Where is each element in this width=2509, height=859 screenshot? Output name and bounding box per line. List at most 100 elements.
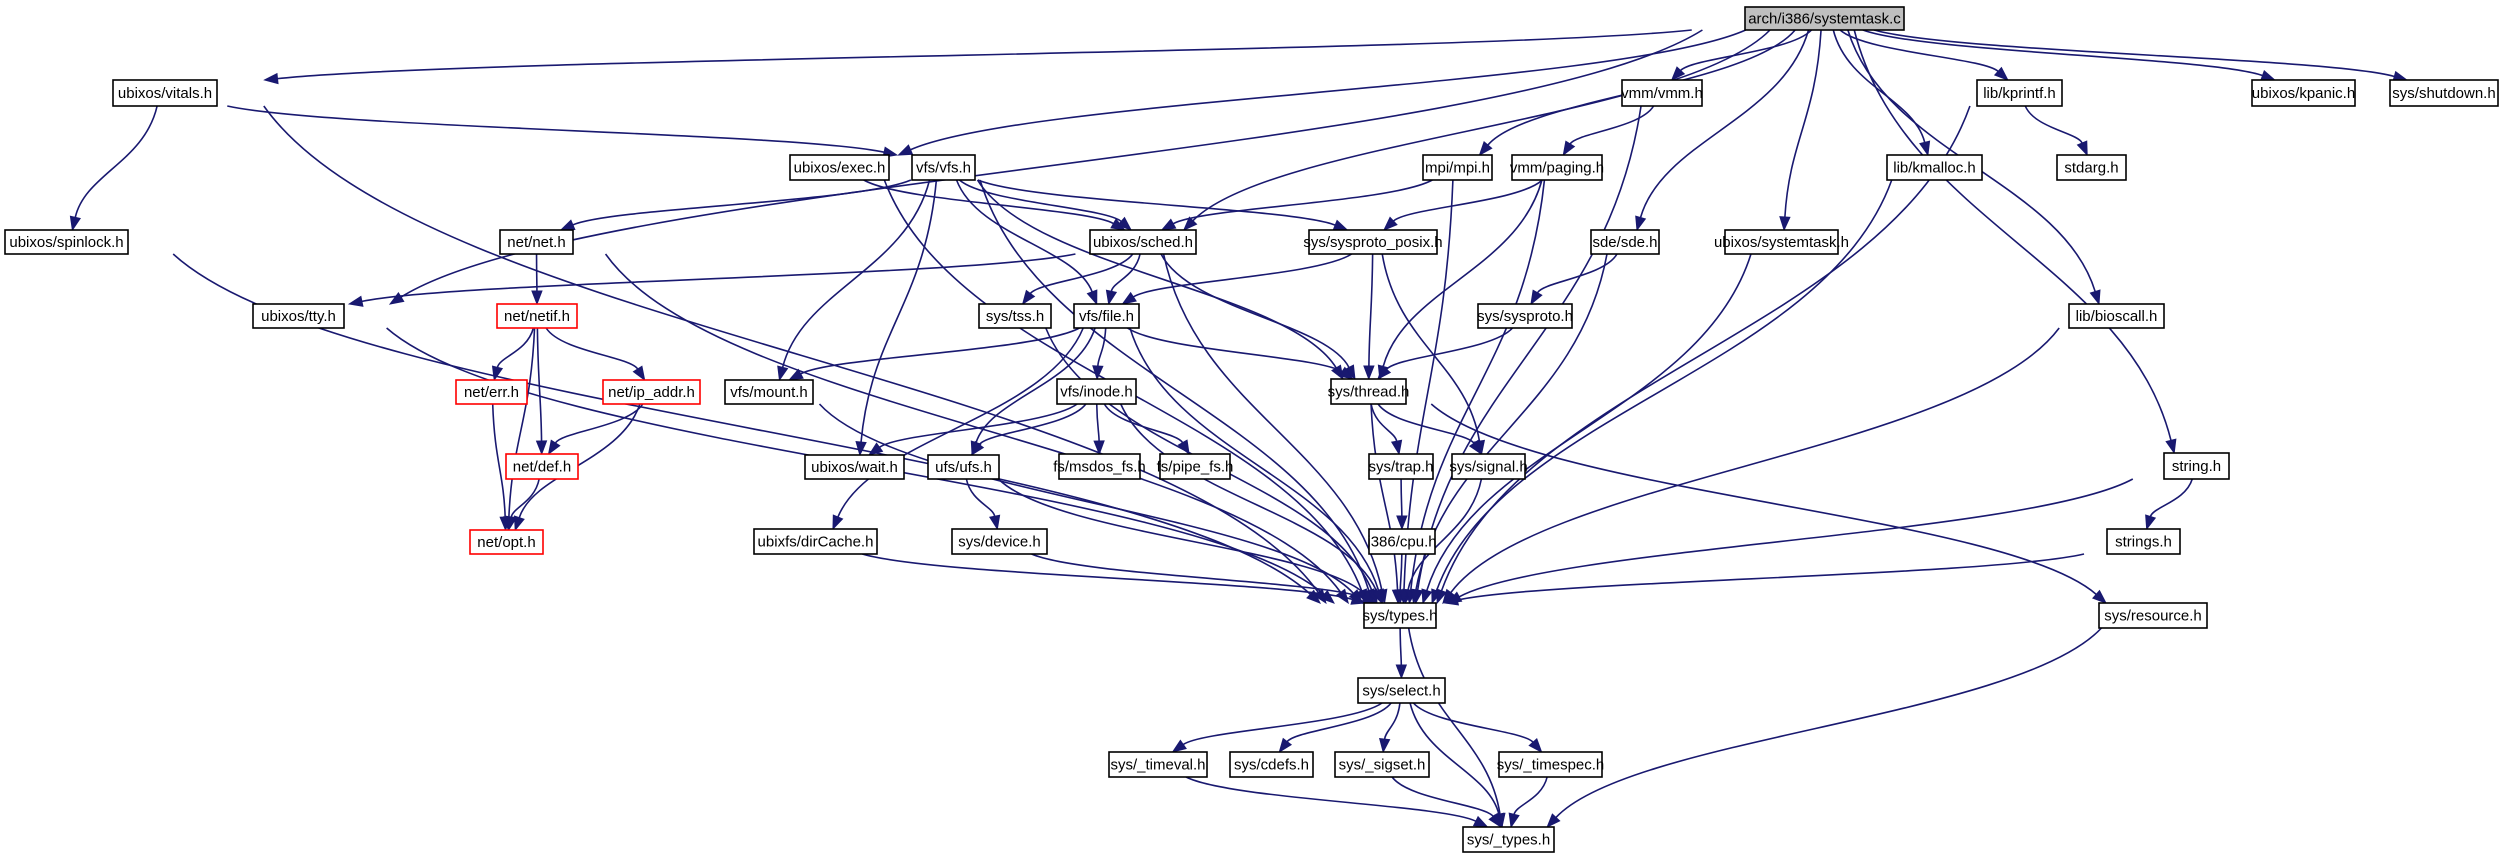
node-lib-kmalloc-h[interactable]: lib/kmalloc.h: [1886, 154, 1983, 181]
node-mpi-mpi-h[interactable]: mpi/mpi.h: [1422, 154, 1493, 181]
node-box[interactable]: [252, 303, 345, 329]
edge-line: [508, 327, 536, 518]
node-net-opt-h[interactable]: net/opt.h: [469, 529, 544, 555]
node-net-netif-h[interactable]: net/netif.h: [496, 303, 578, 329]
node-box[interactable]: [2106, 528, 2181, 555]
node-box[interactable]: [1886, 154, 1983, 181]
node-box[interactable]: [1159, 453, 1231, 480]
node-box[interactable]: [1073, 303, 1140, 329]
node-box[interactable]: [1334, 751, 1430, 778]
node-box[interactable]: [789, 154, 890, 181]
node-vmm-paging-h[interactable]: vmm/paging.h: [1510, 154, 1604, 181]
node-ufs-ufs-h[interactable]: ufs/ufs.h: [927, 454, 1000, 480]
node-box[interactable]: [455, 379, 528, 405]
node-box[interactable]: [1056, 378, 1137, 405]
node-box[interactable]: [1108, 751, 1208, 778]
node-box[interactable]: [2389, 79, 2499, 107]
node-box[interactable]: [2098, 602, 2208, 629]
node-sys-trap-h[interactable]: sys/trap.h: [1368, 453, 1434, 480]
node-sys-sysproto-h[interactable]: sys/sysproto.h: [1477, 303, 1573, 329]
node-box[interactable]: [1511, 154, 1603, 181]
node-box[interactable]: [1462, 826, 1555, 853]
node-box[interactable]: [112, 79, 218, 107]
node-net-net-h[interactable]: net/net.h: [499, 229, 574, 255]
node-ubixos-sched-h[interactable]: ubixos/sched.h: [1089, 229, 1197, 255]
node-box[interactable]: [602, 379, 701, 405]
node-ubixos-tty-h[interactable]: ubixos/tty.h: [252, 303, 345, 329]
node-box[interactable]: [1368, 528, 1436, 555]
node-lib-kprintf-h[interactable]: lib/kprintf.h: [1976, 79, 2063, 107]
node-box[interactable]: [804, 454, 905, 480]
node-box[interactable]: [1229, 751, 1314, 778]
node-box[interactable]: [927, 454, 1000, 480]
node-box[interactable]: [505, 453, 579, 480]
node-string-h[interactable]: string.h: [2163, 452, 2230, 480]
node-vfs-inode-h[interactable]: vfs/inode.h: [1056, 378, 1137, 405]
node-lib-bioscall-h[interactable]: lib/bioscall.h: [2068, 303, 2165, 329]
node-sys-select-h[interactable]: sys/select.h: [1357, 677, 1446, 704]
node-box[interactable]: [1330, 378, 1407, 405]
node-vfs-mount-h[interactable]: vfs/mount.h: [724, 379, 814, 405]
node-net-err-h[interactable]: net/err.h: [455, 379, 528, 405]
node-box[interactable]: [1621, 79, 1703, 107]
node-box[interactable]: [1357, 677, 1446, 704]
node-sys-resource-h[interactable]: sys/resource.h: [2098, 602, 2208, 629]
node-sys-sysproto-posix-h[interactable]: sys/sysproto_posix.h: [1303, 229, 1443, 255]
node-box[interactable]: [496, 303, 578, 329]
node-sys-tss-h[interactable]: sys/tss.h: [978, 303, 1052, 329]
node-sys-timeval-h[interactable]: sys/_timeval.h: [1108, 751, 1208, 778]
node-box[interactable]: [1451, 453, 1526, 480]
node-ubixos-spinlock-h[interactable]: ubixos/spinlock.h: [4, 229, 129, 255]
node-ubixos-vitals-h[interactable]: ubixos/vitals.h: [112, 79, 218, 107]
node-vmm-vmm-h[interactable]: vmm/vmm.h: [1621, 79, 1703, 107]
node-box[interactable]: [2056, 154, 2127, 181]
node-strings-h[interactable]: strings.h: [2106, 528, 2181, 555]
node-box[interactable]: [1498, 751, 1603, 778]
node-sys-cdefs-h[interactable]: sys/cdefs.h: [1229, 751, 1314, 778]
node-sys-sigset-h[interactable]: sys/_sigset.h: [1334, 751, 1430, 778]
node-ubixos-wait-h[interactable]: ubixos/wait.h: [804, 454, 905, 480]
node-box[interactable]: [4, 229, 129, 255]
node-box[interactable]: [753, 528, 878, 555]
node-box[interactable]: [1590, 229, 1660, 255]
node-fs-msdos-fs-h[interactable]: fs/msdos_fs.h: [1053, 453, 1146, 480]
node-sde-sde-h[interactable]: sde/sde.h: [1590, 229, 1660, 255]
node-vfs-file-h[interactable]: vfs/file.h: [1073, 303, 1140, 329]
node-box[interactable]: [1363, 602, 1437, 629]
node-ubixfs-dircache-h[interactable]: ubixfs/dirCache.h: [753, 528, 878, 555]
node-box[interactable]: [2251, 79, 2356, 107]
node-ubixos-exec-h[interactable]: ubixos/exec.h: [789, 154, 890, 181]
node-net-def-h[interactable]: net/def.h: [505, 453, 579, 480]
node-ubixos-systemtask-h[interactable]: ubixos/systemtask.h: [1714, 229, 1849, 255]
node-ubixos-kpanic-h[interactable]: ubixos/kpanic.h: [2251, 79, 2356, 107]
node-sys-types-h[interactable]: sys/types.h: [1362, 602, 1438, 629]
node-box[interactable]: [1368, 453, 1434, 480]
node-box[interactable]: [911, 154, 976, 181]
node-box[interactable]: [1477, 303, 1573, 329]
node-sys-thread-h[interactable]: sys/thread.h: [1328, 378, 1410, 405]
node-box[interactable]: [499, 229, 574, 255]
node-sys-types-h[interactable]: sys/_types.h: [1462, 826, 1555, 853]
node-stdarg-h[interactable]: stdarg.h: [2056, 154, 2127, 181]
node-box[interactable]: [1058, 453, 1141, 480]
node-sys-device-h[interactable]: sys/device.h: [951, 528, 1048, 555]
node-box[interactable]: [469, 529, 544, 555]
node-box[interactable]: [951, 528, 1048, 555]
arrowhead-icon: [1371, 588, 1383, 605]
node-vfs-vfs-h[interactable]: vfs/vfs.h: [911, 154, 976, 181]
node-fs-pipe-fs-h[interactable]: fs/pipe_fs.h: [1157, 453, 1234, 480]
node-box[interactable]: [1976, 79, 2063, 107]
node-box[interactable]: [2163, 452, 2230, 480]
node-box[interactable]: [724, 379, 814, 405]
node-box[interactable]: [1089, 229, 1197, 255]
node-box[interactable]: [978, 303, 1052, 329]
node-sys-timespec-h[interactable]: sys/_timespec.h: [1497, 751, 1605, 778]
node-i386-cpu-h[interactable]: i386/cpu.h: [1367, 528, 1437, 555]
node-box[interactable]: [1422, 154, 1493, 181]
node-box[interactable]: [1724, 229, 1839, 255]
node-box[interactable]: [2068, 303, 2165, 329]
node-box[interactable]: [1308, 229, 1438, 255]
node-sys-signal-h[interactable]: sys/signal.h: [1449, 453, 1528, 480]
node-sys-shutdown-h[interactable]: sys/shutdown.h: [2389, 79, 2499, 107]
node-net-ip-addr-h[interactable]: net/ip_addr.h: [602, 379, 701, 405]
